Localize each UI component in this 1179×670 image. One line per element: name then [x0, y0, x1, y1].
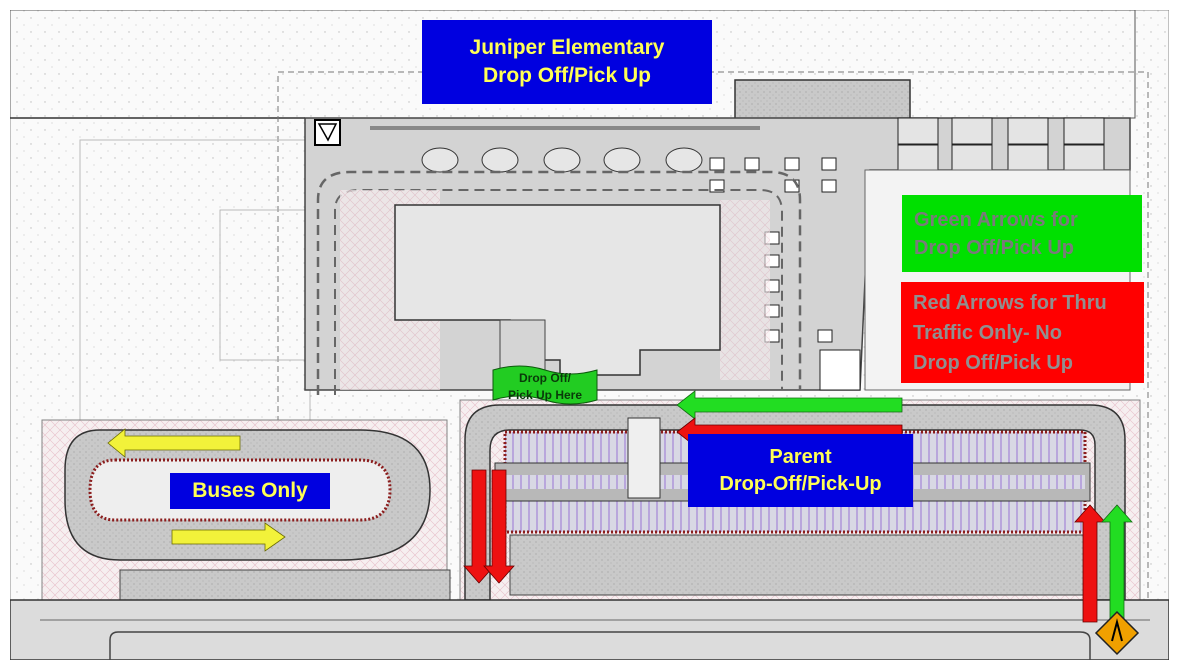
buses-only-label: Buses Only	[170, 473, 330, 509]
arrow-left-icon	[676, 390, 903, 420]
dropoff-flag-label: Drop Off/ Pick Up Here	[493, 368, 597, 406]
green-legend-line-2: Drop Off/Pick Up	[914, 236, 1075, 259]
parent-label-line-1: Parent	[769, 445, 832, 468]
red-legend-line-3: Drop Off/Pick Up	[913, 351, 1074, 374]
flag-label-line-2: Pick Up Here	[507, 388, 583, 402]
arrow-left-icon	[107, 428, 241, 458]
red-legend-line-1: Red Arrows for Thru	[913, 291, 1107, 314]
arrow-right-icon	[171, 522, 286, 552]
title-line-2: Drop Off/Pick Up	[482, 64, 651, 87]
parent-dropoff-label: Parent Drop-Off/Pick-Up	[688, 434, 913, 507]
flag-label-line-1: Drop Off/	[519, 371, 571, 385]
arrow-up-icon	[1101, 504, 1133, 623]
warning-sign-icon	[1094, 610, 1140, 656]
title-line-1: Juniper Elementary	[469, 36, 665, 59]
flag-icon	[492, 365, 598, 405]
green-arrow-legend: Green Arrows for Drop Off/Pick Up	[902, 195, 1142, 272]
arrow-up-icon	[1074, 504, 1106, 623]
red-legend-line-2: Traffic Only- No	[913, 321, 1062, 344]
arrow-down-icon	[483, 469, 515, 584]
page-title: Juniper Elementary Drop Off/Pick Up	[422, 20, 712, 104]
buses-label-text: Buses Only	[192, 479, 308, 502]
green-legend-line-1: Green Arrows for	[914, 208, 1078, 231]
parent-label-line-2: Drop-Off/Pick-Up	[719, 472, 882, 495]
arrow-down-icon	[463, 469, 495, 584]
red-arrow-legend: Red Arrows for Thru Traffic Only- No Dro…	[901, 282, 1144, 383]
